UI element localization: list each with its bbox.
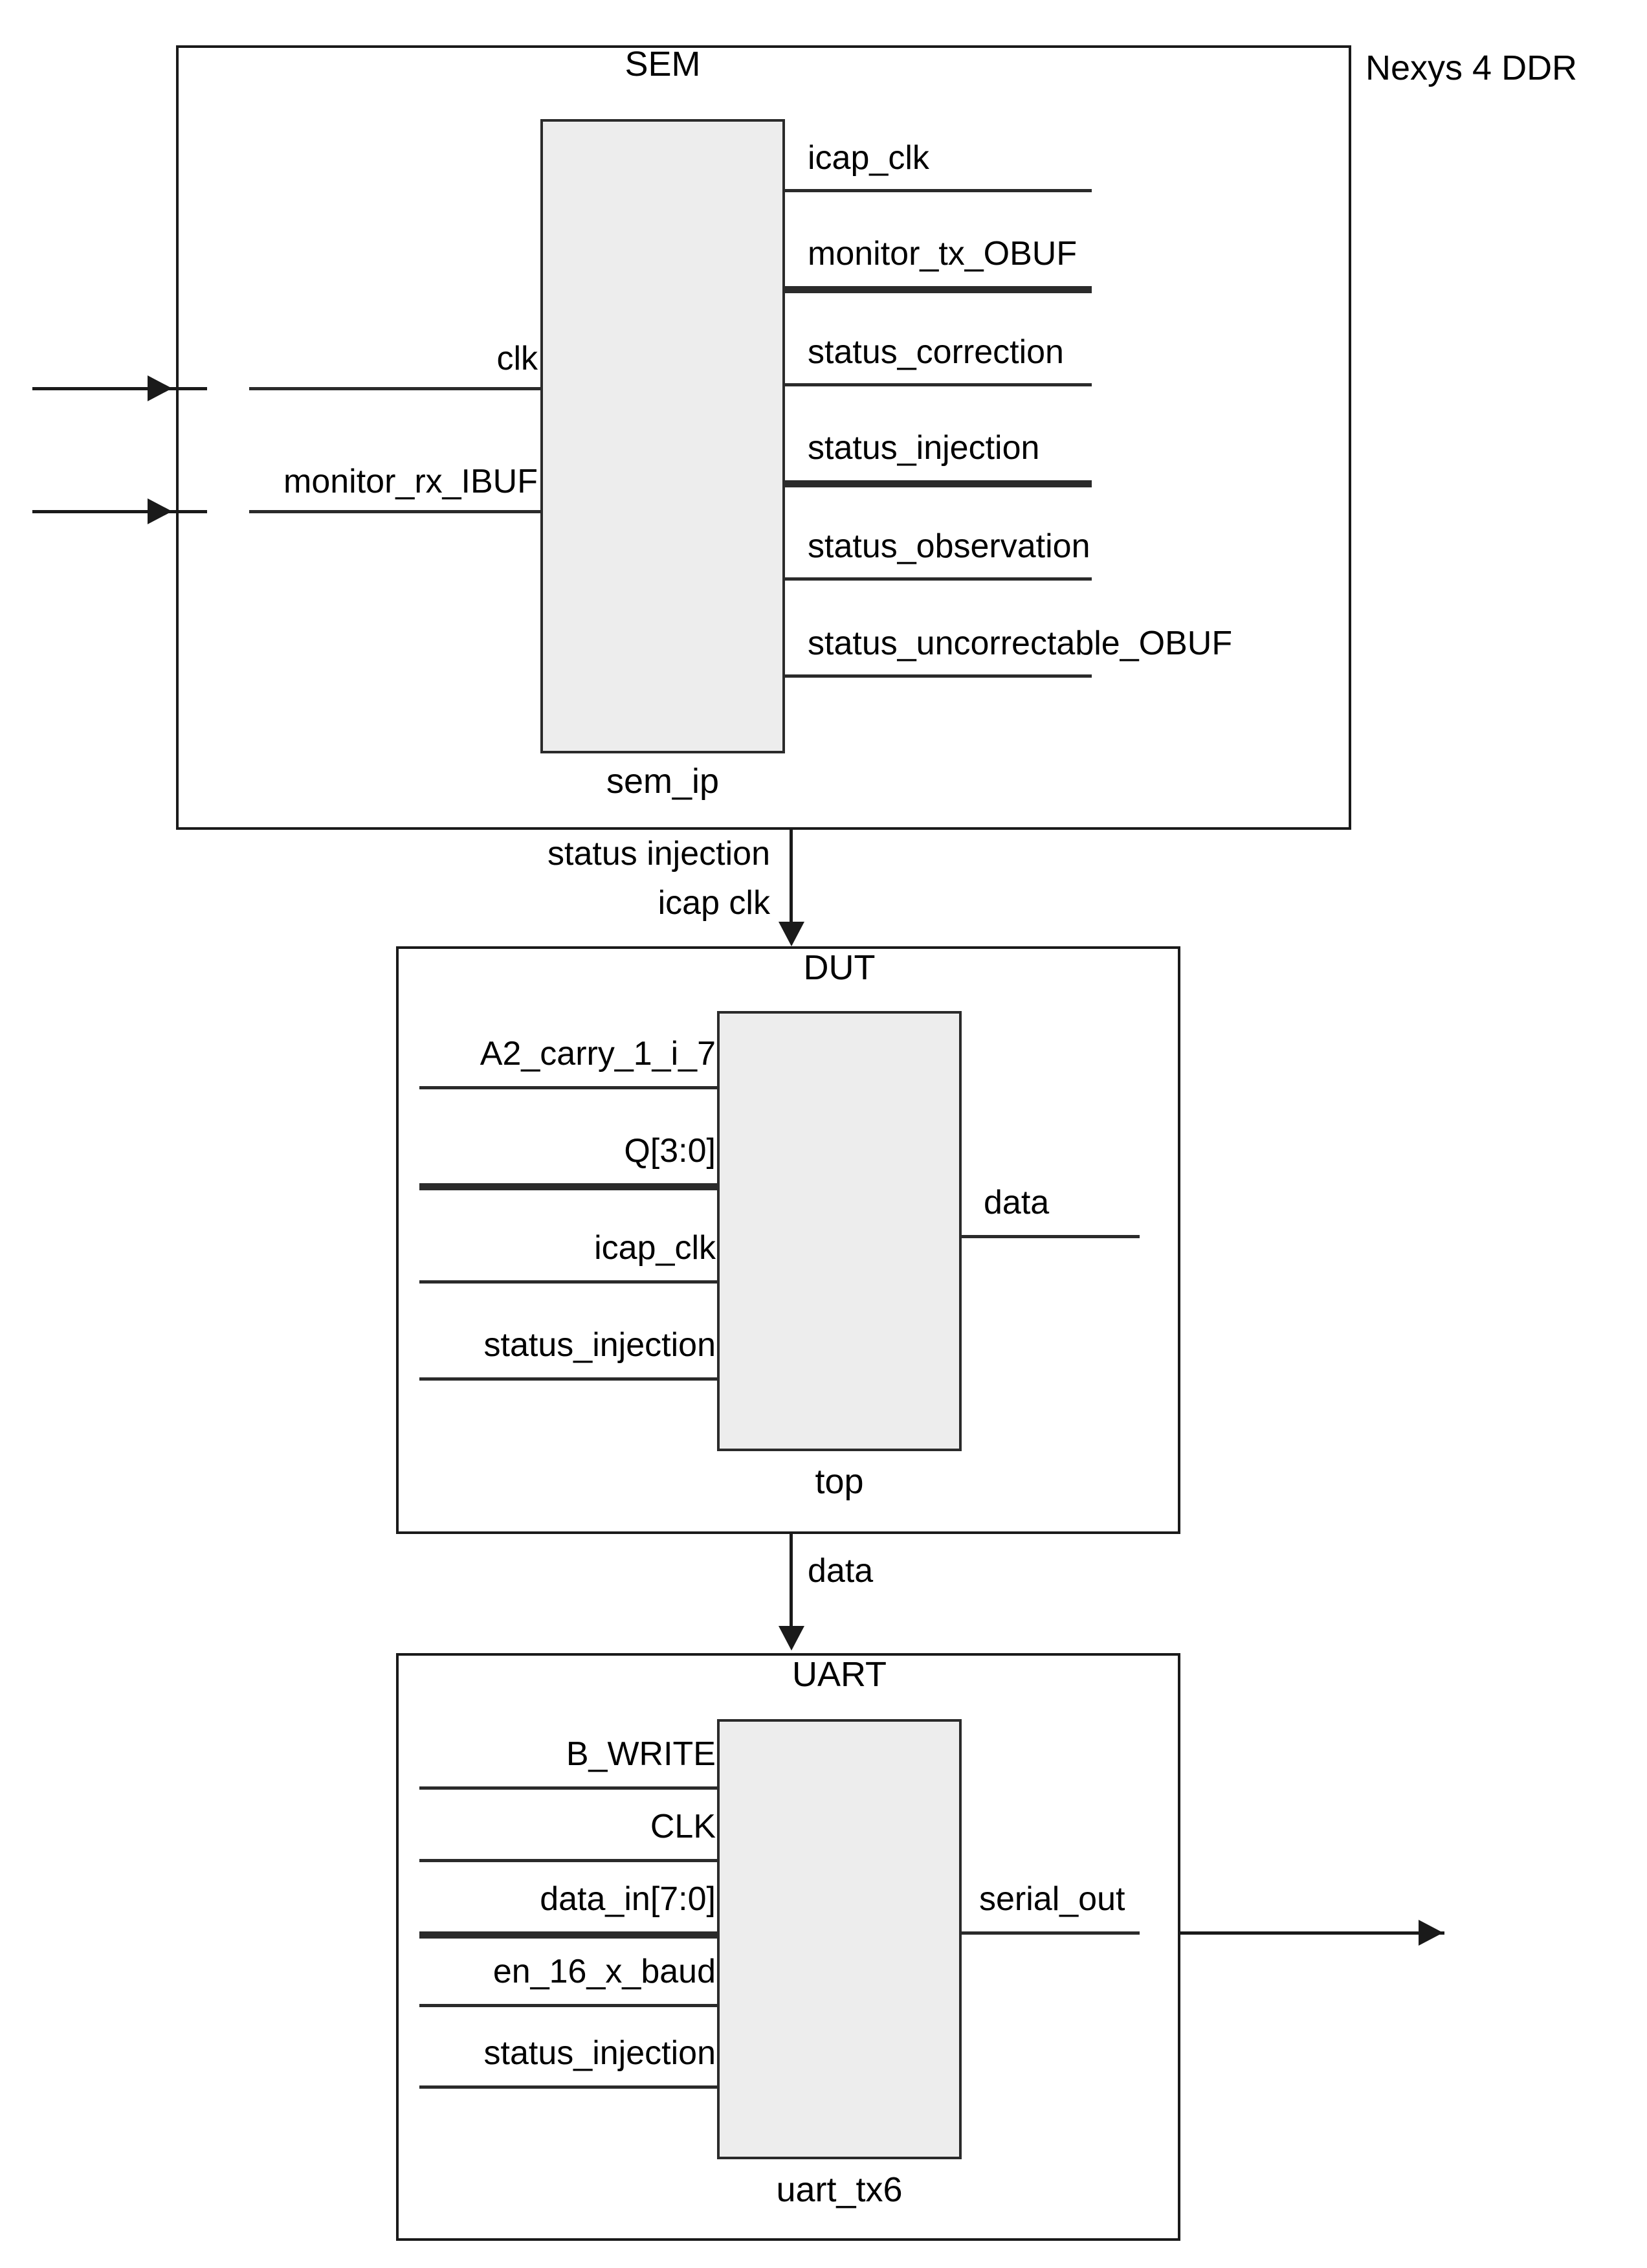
dut-top-body xyxy=(717,1011,962,1451)
board-label: Nexys 4 DDR xyxy=(1365,49,1578,87)
dut-input-label-a2-carry: A2_carry_1_i_7 xyxy=(480,1035,716,1073)
sem-external-clk-arrow-icon xyxy=(148,375,172,401)
sem-output-label-status-injection: status_injection xyxy=(808,429,1040,467)
dut-to-uart-label: data xyxy=(808,1552,874,1590)
sem-output-label-status-correction: status_correction xyxy=(808,333,1064,371)
sem-instance-label: sem_ip xyxy=(606,762,720,801)
dut-to-uart-arrow-icon xyxy=(779,1626,804,1651)
sem-external-rx-wire xyxy=(32,510,207,513)
dut-output-label-data: data xyxy=(984,1184,1050,1221)
uart-input-label-en-16-x-baud: en_16_x_baud xyxy=(492,1953,716,1990)
sem-pin-line-icap-clk xyxy=(784,189,1092,192)
dut-pin-line-status-injection xyxy=(419,1377,718,1381)
sem-to-dut-label-line1: status injection xyxy=(547,835,770,873)
sem-pin-line-status-injection xyxy=(784,480,1092,487)
uart-external-serial-out-arrow-icon xyxy=(1419,1920,1443,1946)
sem-output-label-status-observation: status_observation xyxy=(808,528,1090,565)
sem-output-label-icap-clk: icap_clk xyxy=(808,139,929,177)
dut-pin-line-data xyxy=(961,1235,1140,1238)
sem-input-label-clk: clk xyxy=(496,340,538,377)
dut-input-label-q: Q[3:0] xyxy=(624,1132,716,1170)
dut-pin-line-icap-clk xyxy=(419,1280,718,1284)
uart-input-label-status-injection: status_injection xyxy=(483,2034,716,2072)
sem-block-title: SEM xyxy=(625,45,701,83)
dut-input-label-icap-clk: icap_clk xyxy=(594,1229,716,1267)
sem-ip-body xyxy=(540,119,785,753)
sem-external-clk-wire xyxy=(32,387,207,390)
sem-pin-line-status-uncorrectable xyxy=(784,674,1092,678)
sem-output-label-status-uncorrectable: status_uncorrectable_OBUF xyxy=(808,625,1233,662)
sem-pin-line-status-observation xyxy=(784,577,1092,581)
uart-pin-line-status-injection xyxy=(419,2085,718,2089)
sem-pin-line-monitor-rx xyxy=(249,510,542,513)
dut-to-uart-wire xyxy=(790,1533,793,1629)
dut-input-label-status-injection: status_injection xyxy=(483,1326,716,1364)
sem-to-dut-label-line2: icap clk xyxy=(658,884,770,922)
dut-instance-label: top xyxy=(815,1462,864,1501)
uart-tx6-body xyxy=(717,1719,962,2159)
uart-input-label-clk: CLK xyxy=(650,1808,716,1845)
uart-pin-line-b-write xyxy=(419,1786,718,1790)
uart-pin-line-data-in xyxy=(419,1931,718,1939)
uart-input-label-data-in: data_in[7:0] xyxy=(540,1880,716,1918)
uart-block-title: UART xyxy=(791,1655,887,1694)
dut-pin-line-q xyxy=(419,1183,718,1190)
uart-pin-line-en-16-x-baud xyxy=(419,2004,718,2007)
uart-input-label-b-write: B_WRITE xyxy=(566,1735,716,1773)
sem-pin-line-status-correction xyxy=(784,383,1092,386)
sem-to-dut-arrow-icon xyxy=(779,922,804,946)
sem-input-label-monitor-rx: monitor_rx_IBUF xyxy=(283,463,538,500)
sem-pin-line-clk xyxy=(249,387,542,390)
uart-instance-label: uart_tx6 xyxy=(776,2170,903,2209)
sem-external-rx-arrow-icon xyxy=(148,498,172,524)
uart-output-label-serial-out: serial_out xyxy=(979,1880,1125,1918)
sem-to-dut-wire xyxy=(790,828,793,924)
uart-pin-line-clk xyxy=(419,1859,718,1862)
uart-pin-line-serial-out xyxy=(961,1931,1140,1935)
dut-pin-line-a2-carry xyxy=(419,1086,718,1089)
sem-output-label-monitor-tx: monitor_tx_OBUF xyxy=(808,235,1078,272)
sem-pin-line-monitor-tx xyxy=(784,286,1092,293)
uart-external-serial-out-wire xyxy=(1179,1931,1444,1935)
dut-block-title: DUT xyxy=(803,948,876,987)
